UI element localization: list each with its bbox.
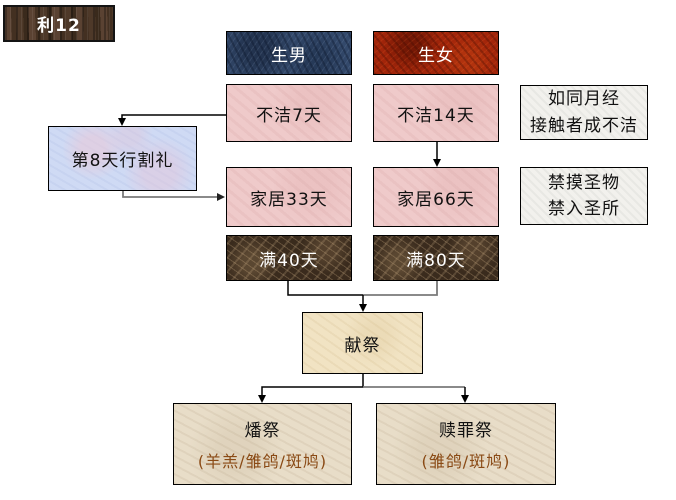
node-home-33-days: 家居33天: [226, 167, 352, 227]
unclean-7-label: 不洁7天: [256, 105, 322, 126]
node-birth-girl: 生女: [373, 31, 499, 75]
arrowhead-burnt: [258, 395, 266, 403]
arrowhead-offering: [359, 304, 367, 312]
burnt-offering-title: 燔祭: [244, 421, 281, 441]
connector-offering-to-burnt: [261, 374, 364, 395]
note-menstruation-line1: 如同月经: [548, 89, 620, 110]
node-birth-boy: 生男: [226, 31, 352, 75]
arrowhead-circumcision: [118, 118, 126, 126]
complete-80-label: 满80天: [406, 250, 466, 271]
birth-boy-label: 生男: [271, 45, 307, 66]
complete-40-label: 满40天: [259, 250, 319, 271]
burnt-offering-detail: (羊羔/雏鸽/斑鸠): [197, 452, 328, 471]
node-complete-80-days: 满80天: [373, 235, 499, 281]
offering-label: 献祭: [344, 335, 381, 356]
birth-girl-label: 生女: [418, 45, 454, 66]
node-complete-40-days: 满40天: [226, 235, 352, 281]
node-sin-offering: 赎罪祭 (雏鸽/斑鸠): [376, 403, 556, 485]
note-holy-line1: 禁摸圣物: [548, 172, 620, 193]
arrowhead-sin: [461, 395, 469, 403]
connector-circumcision-to-home33: [122, 191, 217, 198]
unclean-14-label: 不洁14天: [397, 105, 475, 126]
node-offering: 献祭: [302, 312, 423, 374]
note-menstruation-line2: 接触者成不洁: [530, 115, 638, 136]
node-unclean-14-days: 不洁14天: [373, 84, 499, 142]
node-home-66-days: 家居66天: [373, 167, 499, 227]
home-66-label: 家居66天: [397, 189, 475, 210]
arrowhead-home33: [217, 193, 225, 201]
note-holy-line2: 禁入圣所: [548, 199, 620, 219]
sin-offering-title: 赎罪祭: [439, 421, 493, 441]
connector-complete80-merge: [363, 281, 438, 296]
note-holy-restrictions: 禁摸圣物 禁入圣所: [520, 167, 648, 225]
home-33-label: 家居33天: [250, 189, 328, 210]
sin-offering-detail: (雏鸽/斑鸠): [421, 452, 511, 471]
connector-unclean7-to-circumcision: [121, 114, 226, 118]
node-circumcision-day8: 第8天行割礼: [48, 126, 197, 191]
node-burnt-offering: 燔祭 (羊羔/雏鸽/斑鸠): [173, 403, 352, 485]
note-menstruation: 如同月经 接触者成不洁: [520, 85, 648, 140]
arrowhead-home66: [433, 159, 441, 167]
title-label: 利12: [37, 16, 81, 36]
title-box: 利12: [3, 5, 115, 42]
connector-complete40-merge: [287, 281, 363, 296]
circumcision-label: 第8天行割礼: [71, 151, 174, 171]
node-unclean-7-days: 不洁7天: [226, 84, 352, 142]
